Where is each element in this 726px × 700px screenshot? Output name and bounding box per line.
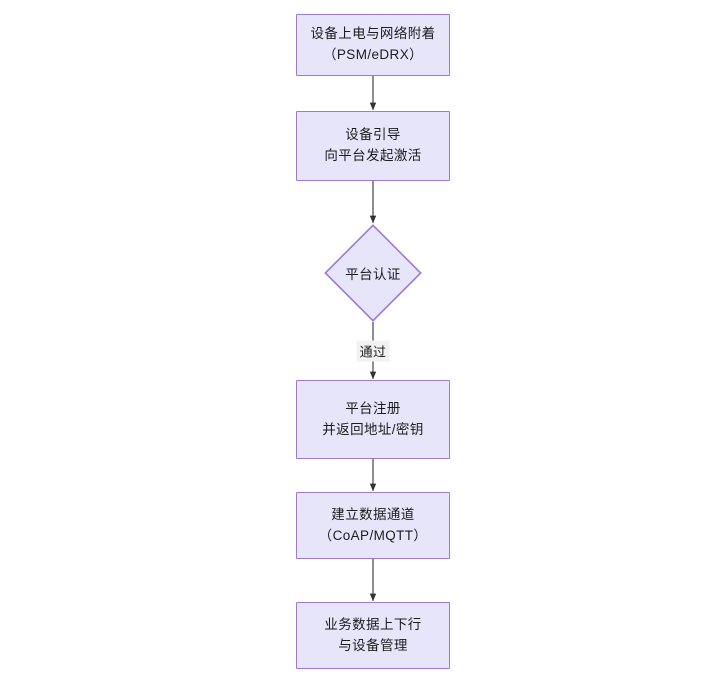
node-line: 平台注册 xyxy=(345,400,401,416)
node-line: （PSM/eDRX） xyxy=(322,47,424,62)
diamond-shape xyxy=(324,224,422,322)
edge-label-pass: 通过 xyxy=(356,340,390,362)
node-establish-data-channel[interactable]: 建立数据通道 （CoAP/MQTT） xyxy=(296,492,450,559)
node-line: 业务数据上下行 xyxy=(324,616,422,632)
node-device-bootstrap[interactable]: 设备引导 向平台发起激活 xyxy=(296,111,450,181)
node-line: 并返回地址/密钥 xyxy=(322,421,424,437)
node-line: 平台认证 xyxy=(345,267,401,282)
node-line: 建立数据通道 xyxy=(331,506,415,522)
node-line: 与设备管理 xyxy=(338,637,408,653)
node-line: （CoAP/MQTT） xyxy=(318,527,428,543)
node-platform-auth[interactable]: 平台认证 xyxy=(324,224,422,322)
node-business-data-and-device-management[interactable]: 业务数据上下行 与设备管理 xyxy=(296,602,450,669)
node-line: 向平台发起激活 xyxy=(324,148,422,163)
node-line: 设备上电与网络附着 xyxy=(310,26,436,42)
node-device-power-on[interactable]: 设备上电与网络附着 （PSM/eDRX） xyxy=(296,14,450,76)
node-line: 设备引导 xyxy=(345,127,401,143)
node-platform-register[interactable]: 平台注册 并返回地址/密钥 xyxy=(296,380,450,459)
